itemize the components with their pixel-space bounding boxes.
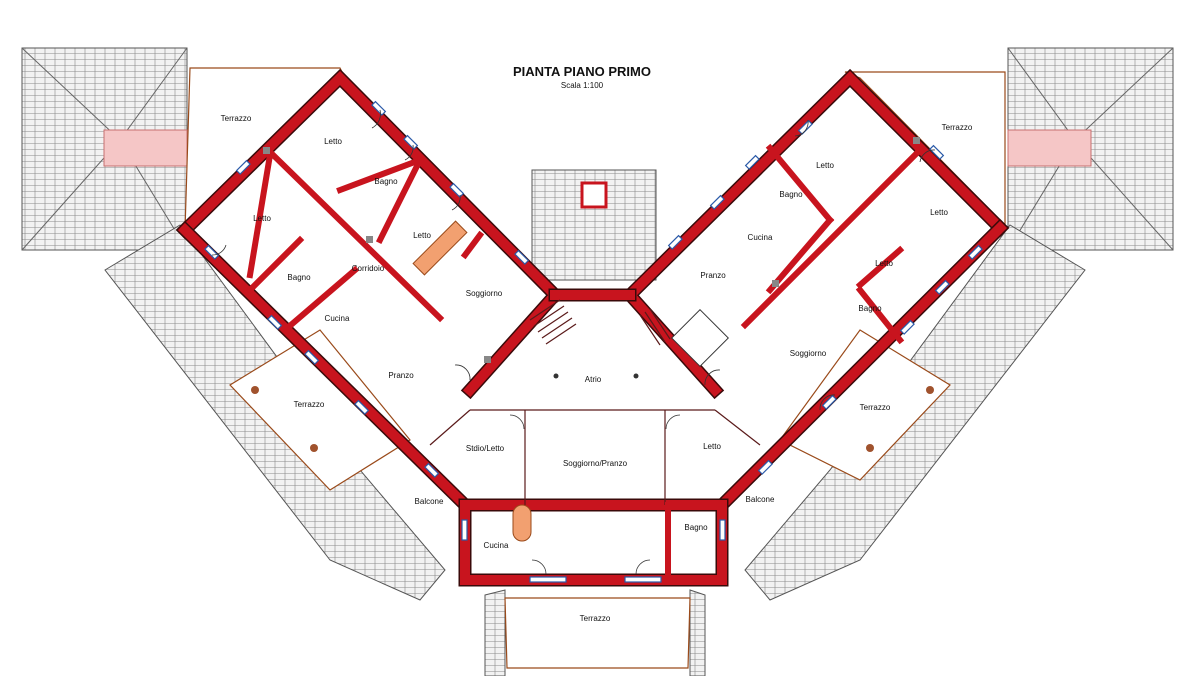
room-label-letto-nw-3: Letto [413, 231, 431, 240]
room-label-terrazzo-w: Terrazzo [294, 400, 325, 409]
room-label-cucina-nw: Cucina [325, 314, 350, 323]
exterior-walls [175, 68, 1010, 587]
drawing-scale: Scala 1:100 [561, 81, 604, 90]
room-label-cucina-center: Cucina [484, 541, 509, 550]
room-labels: Terrazzo Letto Letto Bagno Letto Corrido… [221, 114, 973, 623]
room-label-studio-letto: Stdio/Letto [466, 444, 505, 453]
room-label-bagno-nw-2: Bagno [287, 273, 311, 282]
room-label-balcone-right: Balcone [746, 495, 775, 504]
room-label-cucina-ne: Cucina [748, 233, 773, 242]
room-label-terrazzo-nw: Terrazzo [221, 114, 252, 123]
stairs [412, 220, 729, 542]
room-label-bagno-ne-1: Bagno [779, 190, 803, 199]
room-label-soggiorno-nw: Soggiorno [466, 289, 503, 298]
room-label-pranzo-ne: Pranzo [700, 271, 726, 280]
room-label-letto-nw-1: Letto [324, 137, 342, 146]
room-label-soggiorno-pranzo: Soggiorno/Pranzo [563, 459, 628, 468]
room-label-atrio: Atrio [585, 375, 602, 384]
room-label-bagno-ne-2: Bagno [858, 304, 882, 313]
room-label-terrazzo-e: Terrazzo [860, 403, 891, 412]
room-label-letto-center: Letto [703, 442, 721, 451]
room-label-bagno-nw-1: Bagno [374, 177, 398, 186]
room-label-letto-ne-3: Letto [875, 259, 893, 268]
room-label-bagno-center: Bagno [684, 523, 708, 532]
interior-walls [245, 143, 925, 583]
room-label-terrazzo-ne: Terrazzo [942, 123, 973, 132]
room-label-letto-ne-1: Letto [816, 161, 834, 170]
column-markers [251, 137, 934, 452]
room-label-balcone-left: Balcone [415, 497, 444, 506]
door-swings [211, 109, 936, 575]
room-label-terrazzo-s: Terrazzo [580, 614, 611, 623]
drawing-title: PIANTA PIANO PRIMO [513, 64, 651, 79]
room-label-letto-ne-2: Letto [930, 208, 948, 217]
room-label-soggiorno-ne: Soggiorno [790, 349, 827, 358]
windows [204, 100, 983, 583]
room-label-corridoio: Corridoio [352, 264, 385, 273]
room-label-letto-nw-2: Letto [253, 214, 271, 223]
room-label-pranzo-nw: Pranzo [388, 371, 414, 380]
